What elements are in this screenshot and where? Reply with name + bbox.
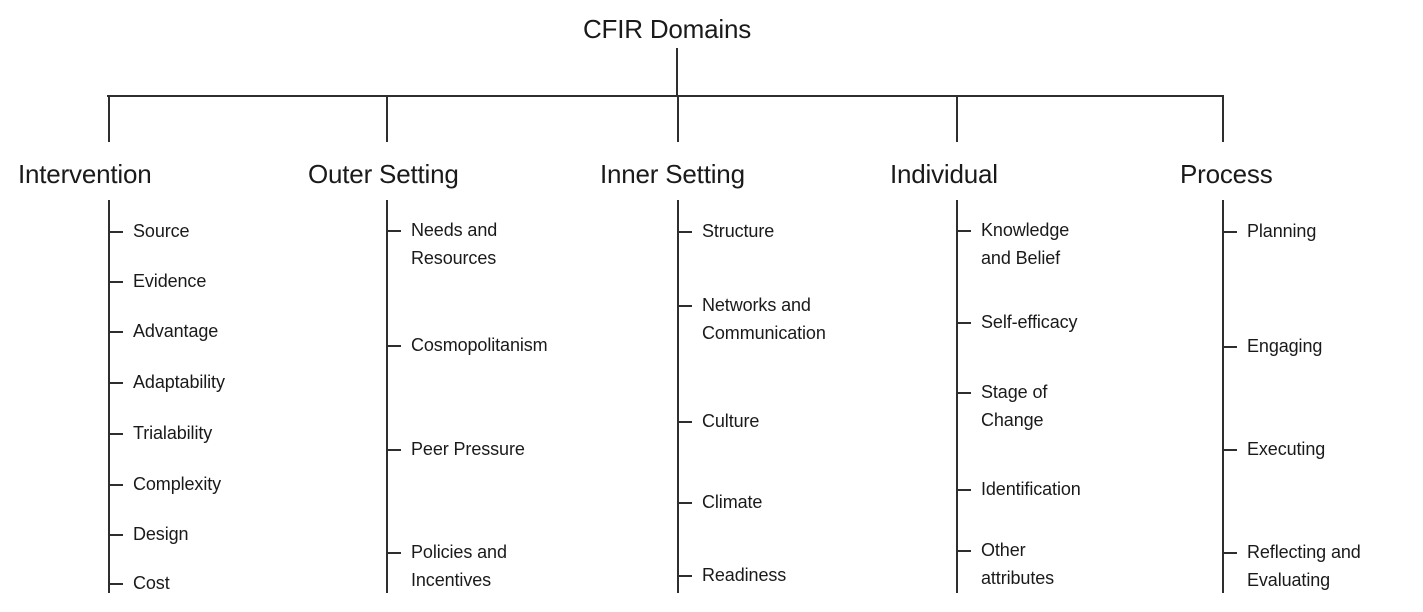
item-tick-line-inner-setting-1 [677,305,692,307]
domain-stem-line-individual [956,200,958,593]
item-tick-line-process-3 [1222,552,1237,554]
item-tick-line-individual-2 [956,392,971,394]
item-tick-line-intervention-4 [108,433,123,435]
domain-stem-line-intervention [108,200,110,593]
tree-item-individual-4: Other attributes [981,540,1055,588]
tree-item-intervention-0: Source [133,221,190,241]
top-bar-line [107,95,1224,97]
tree-item-outer-setting-0: Needs and Resources [411,220,498,268]
item-tick-line-inner-setting-2 [677,421,692,423]
item-tick-line-intervention-6 [108,534,123,536]
tree-item-inner-setting-3: Climate [702,492,763,512]
item-tick-line-outer-setting-0 [386,230,401,232]
branch-drop-line-outer-setting [386,95,388,142]
tree-item-process-1: Engaging [1247,336,1323,356]
tree-item-outer-setting-3: Policies and Incentives [411,542,507,590]
domain-heading-inner-setting: Inner Setting [600,159,745,189]
item-tick-line-individual-0 [956,230,971,232]
item-tick-line-intervention-5 [108,484,123,486]
diagram-title: CFIR Domains [582,14,752,44]
tree-item-intervention-4: Trialability [133,423,213,443]
domain-heading-individual: Individual [890,159,998,189]
item-tick-line-intervention-1 [108,281,123,283]
tree-item-intervention-2: Advantage [133,321,219,341]
tree-item-inner-setting-0: Structure [702,221,775,241]
item-tick-line-process-1 [1222,346,1237,348]
domain-stem-line-inner-setting [677,200,679,593]
item-tick-line-outer-setting-1 [386,345,401,347]
tree-item-process-0: Planning [1247,221,1317,241]
domain-heading-outer-setting: Outer Setting [308,159,459,189]
item-tick-line-inner-setting-0 [677,231,692,233]
item-tick-line-inner-setting-4 [677,575,692,577]
tree-item-inner-setting-1: Networks and Communication [702,295,826,343]
tree-item-intervention-7: Cost [133,573,170,593]
item-tick-line-intervention-3 [108,382,123,384]
tree-item-intervention-1: Evidence [133,271,207,291]
tree-item-individual-2: Stage of Change [981,382,1048,430]
branch-drop-line-inner-setting [677,95,679,142]
tree-item-outer-setting-1: Cosmopolitanism [411,335,548,355]
tree-item-outer-setting-2: Peer Pressure [411,439,525,459]
item-tick-line-intervention-0 [108,231,123,233]
item-tick-line-outer-setting-2 [386,449,401,451]
branch-drop-line-intervention [108,95,110,142]
tree-item-intervention-5: Complexity [133,474,222,494]
tree-item-individual-0: Knowledge and Belief [981,220,1070,268]
item-tick-line-process-0 [1222,231,1237,233]
item-tick-line-intervention-7 [108,583,123,585]
item-tick-line-outer-setting-3 [386,552,401,554]
tree-item-inner-setting-2: Culture [702,411,760,431]
branch-drop-line-individual [956,95,958,142]
domain-stem-line-process [1222,200,1224,593]
item-tick-line-individual-3 [956,489,971,491]
domain-stem-line-outer-setting [386,200,388,593]
branch-drop-line-process [1222,95,1224,142]
tree-item-individual-3: Identification [981,479,1081,499]
tree-item-inner-setting-4: Readiness [702,565,787,585]
tree-item-individual-1: Self-efficacy [981,312,1078,332]
domain-heading-intervention: Intervention [18,159,152,189]
item-tick-line-process-2 [1222,449,1237,451]
item-tick-line-individual-4 [956,550,971,552]
tree-item-process-3: Reflecting and Evaluating [1247,542,1361,590]
tree-item-process-2: Executing [1247,439,1326,459]
tree-item-intervention-6: Design [133,524,189,544]
tree-item-intervention-3: Adaptability [133,372,225,392]
item-tick-line-inner-setting-3 [677,502,692,504]
domain-heading-process: Process [1180,159,1273,189]
item-tick-line-individual-1 [956,322,971,324]
root-stem-line [676,48,678,95]
item-tick-line-intervention-2 [108,331,123,333]
